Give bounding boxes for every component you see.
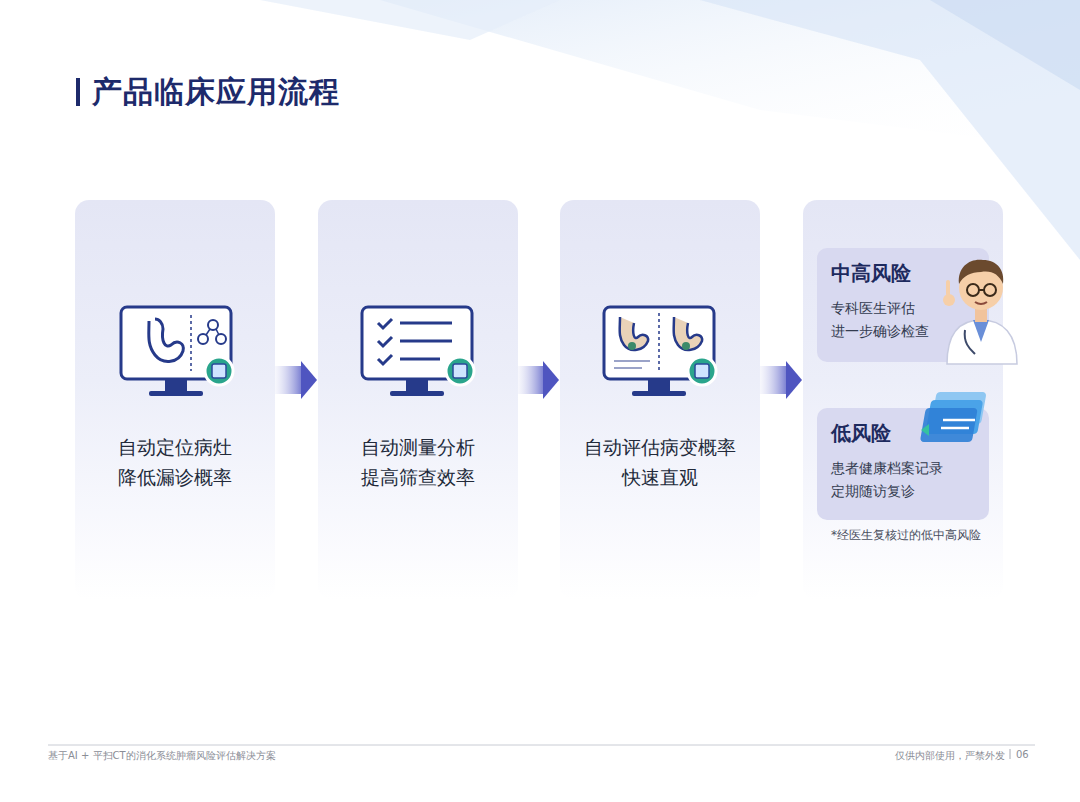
card-text: 自动定位病灶 降低漏诊概率 [90, 432, 260, 493]
flow-arrow [760, 361, 802, 399]
monitor-stomach-icon [119, 305, 239, 405]
monitor-checklist-icon [360, 305, 480, 405]
card-text: 自动测量分析 提高筛查效率 [333, 432, 503, 493]
document-icon [919, 390, 993, 446]
flow-arrow [275, 361, 317, 399]
footnote: *经医生复核过的低中高风险 [831, 527, 981, 544]
risk-heading: 中高风险 [831, 260, 975, 287]
process-card: 自动定位病灶 降低漏诊概率 [75, 200, 275, 600]
risk-description: 患者健康档案记录 定期随访复诊 [831, 457, 953, 503]
footer-text: 仅供内部使用，严禁外发 [895, 749, 1005, 763]
process-card: 自动测量分析 提高筛查效率 [318, 200, 518, 600]
risk-heading: 低风险 [831, 420, 975, 447]
card-text: 自动评估病变概率 快速直观 [575, 432, 745, 493]
risk-box: 中高风险专科医生评估 进一步确诊检查 [817, 248, 989, 362]
doctor-illustration [941, 250, 1021, 364]
process-card: *经医生复核过的低中高风险 中高风险专科医生评估 进一步确诊检查 低风险患者健康… [803, 200, 1003, 600]
footer-text: 06 [1016, 749, 1029, 760]
monitor-compare-icon [602, 305, 722, 405]
risk-description: 专科医生评估 进一步确诊检查 [831, 297, 953, 343]
risk-box: 低风险患者健康档案记录 定期随访复诊 [817, 408, 989, 520]
page-title: 产品临床应用流程 [92, 72, 340, 113]
footer-text: 基于AI + 平扫CT的消化系统肿瘤风险评估解决方案 [48, 749, 276, 763]
process-card: 自动评估病变概率 快速直观 [560, 200, 760, 600]
flow-arrow [518, 361, 559, 399]
